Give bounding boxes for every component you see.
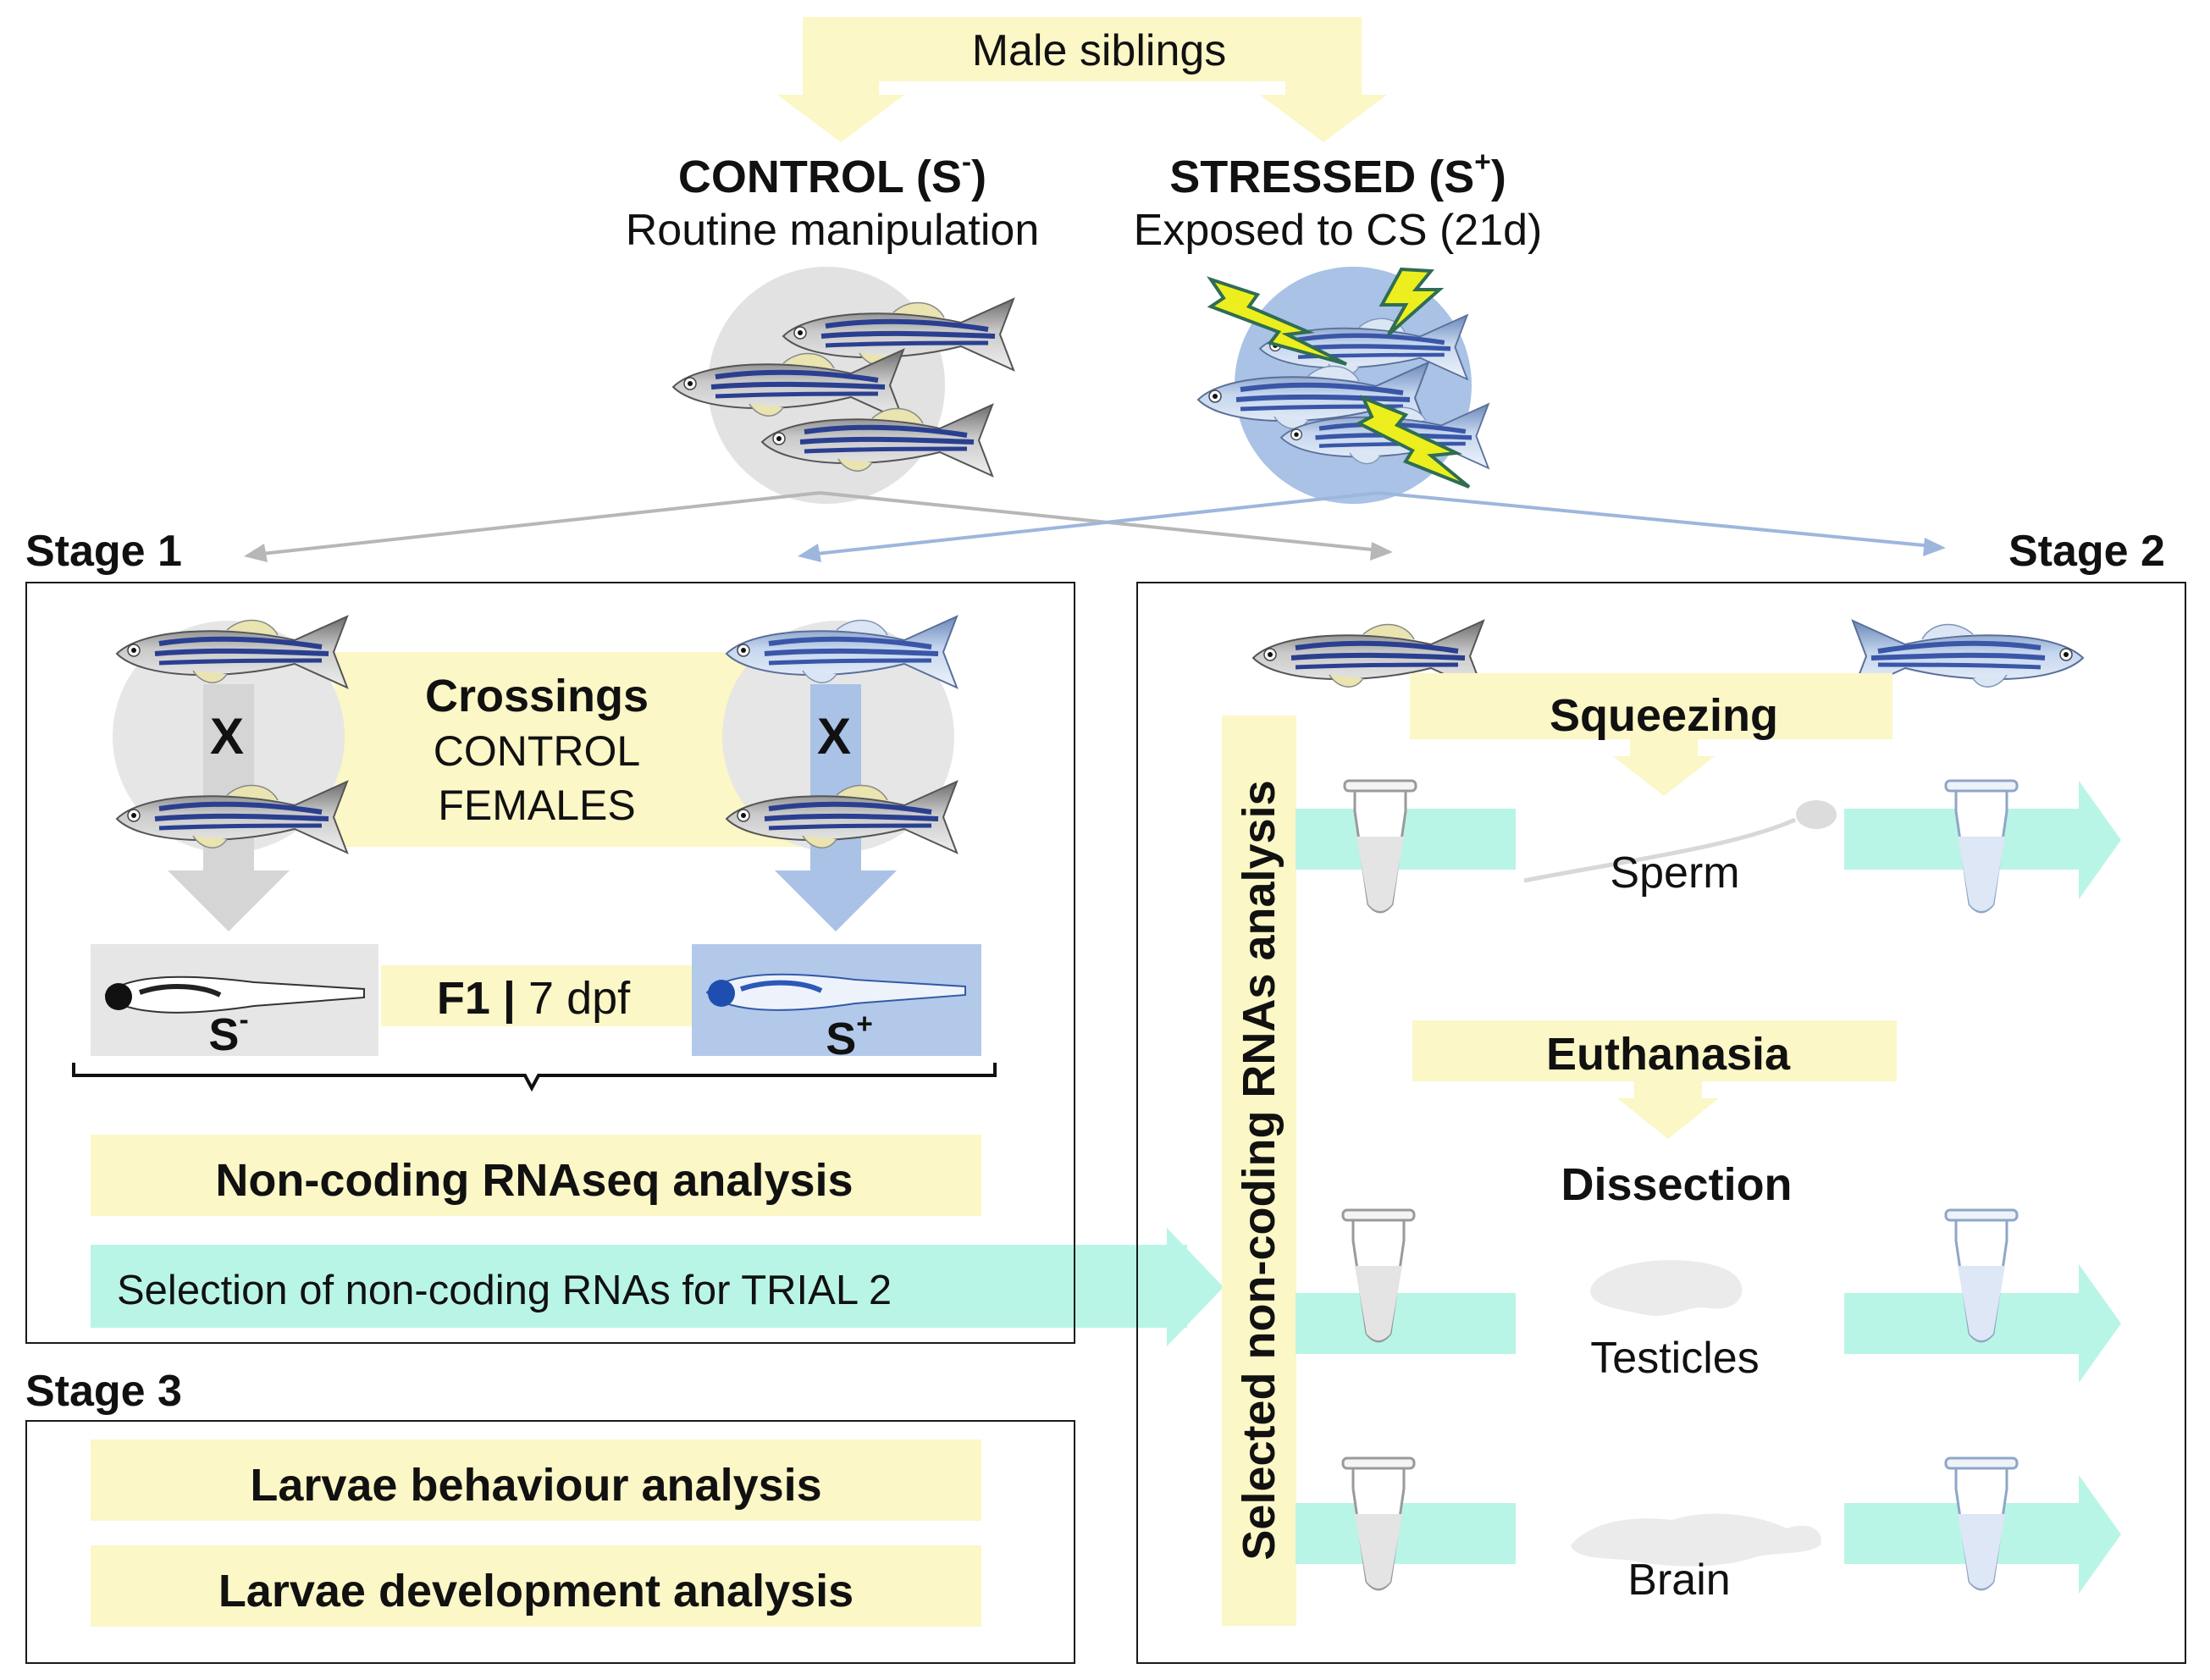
stressed-larva [705,973,966,1011]
control-females-label-1: CONTROL [433,727,641,775]
lightning-bolt-icon [1207,276,1347,366]
stressed-larva-label: S+ [826,1008,873,1064]
control-females-label-2: FEMALES [438,782,636,829]
sperm-label: Sperm [1610,848,1740,898]
control-larva-label: S- [208,1003,249,1060]
stage1-graphics [72,616,1224,1346]
stressed-group-title: STRESSED (S+) [1169,146,1506,202]
ncrna-analysis-label: Non-coding RNAseq analysis [215,1155,854,1206]
lightning-bolt-icon [1378,267,1445,336]
squeezing-label: Squeezing [1549,690,1779,741]
behaviour-analysis-label: Larvae behaviour analysis [250,1460,822,1511]
selected-ncrna-vertical-label: Selected non-coding RNAs analysis [1234,780,1285,1561]
cross-symbol-stressed: X [816,708,852,765]
crossings-label: Crossings [424,671,649,721]
brain-icon [1571,1513,1821,1567]
male-siblings-banner [777,17,1387,142]
control-larva [104,975,365,1014]
euthanasia-label: Euthanasia [1545,1029,1791,1080]
male-siblings-label: Male siblings [971,26,1227,75]
testicles-label: Testicles [1590,1334,1760,1383]
control-group-title: CONTROL (S-) [677,146,987,202]
control-fish-group [673,267,1014,504]
stage3-label: Stage 3 [25,1367,182,1416]
sperm-cell-icon [1523,800,1837,883]
selection-label: Selection of non-coding RNAs for TRIAL 2 [117,1268,892,1313]
f1-label: F1 | 7 dpf [436,973,631,1024]
stage-distribution-lines [244,491,1946,562]
stage3-box [25,1420,1075,1664]
stage1-label: Stage 1 [25,527,182,576]
stage1-box [25,582,1075,1344]
stressed-group-subtitle: Exposed to CS (21d) [1133,206,1543,255]
testicles-icon [1590,1260,1743,1316]
control-group-subtitle: Routine manipulation [625,206,1040,255]
stressed-fish-group [1198,267,1489,504]
stage2-label: Stage 2 [2008,527,2165,576]
stage3-graphics [91,1440,981,1627]
lightning-bolt-icon [1355,395,1471,489]
stage2-box [1136,582,2186,1664]
development-analysis-label: Larvae development analysis [218,1566,854,1616]
cross-symbol-control: X [209,708,245,765]
dissection-label: Dissection [1561,1159,1793,1210]
brain-label: Brain [1627,1556,1731,1605]
stage2-graphics [1222,621,2121,1626]
grouping-brace [72,1063,997,1092]
